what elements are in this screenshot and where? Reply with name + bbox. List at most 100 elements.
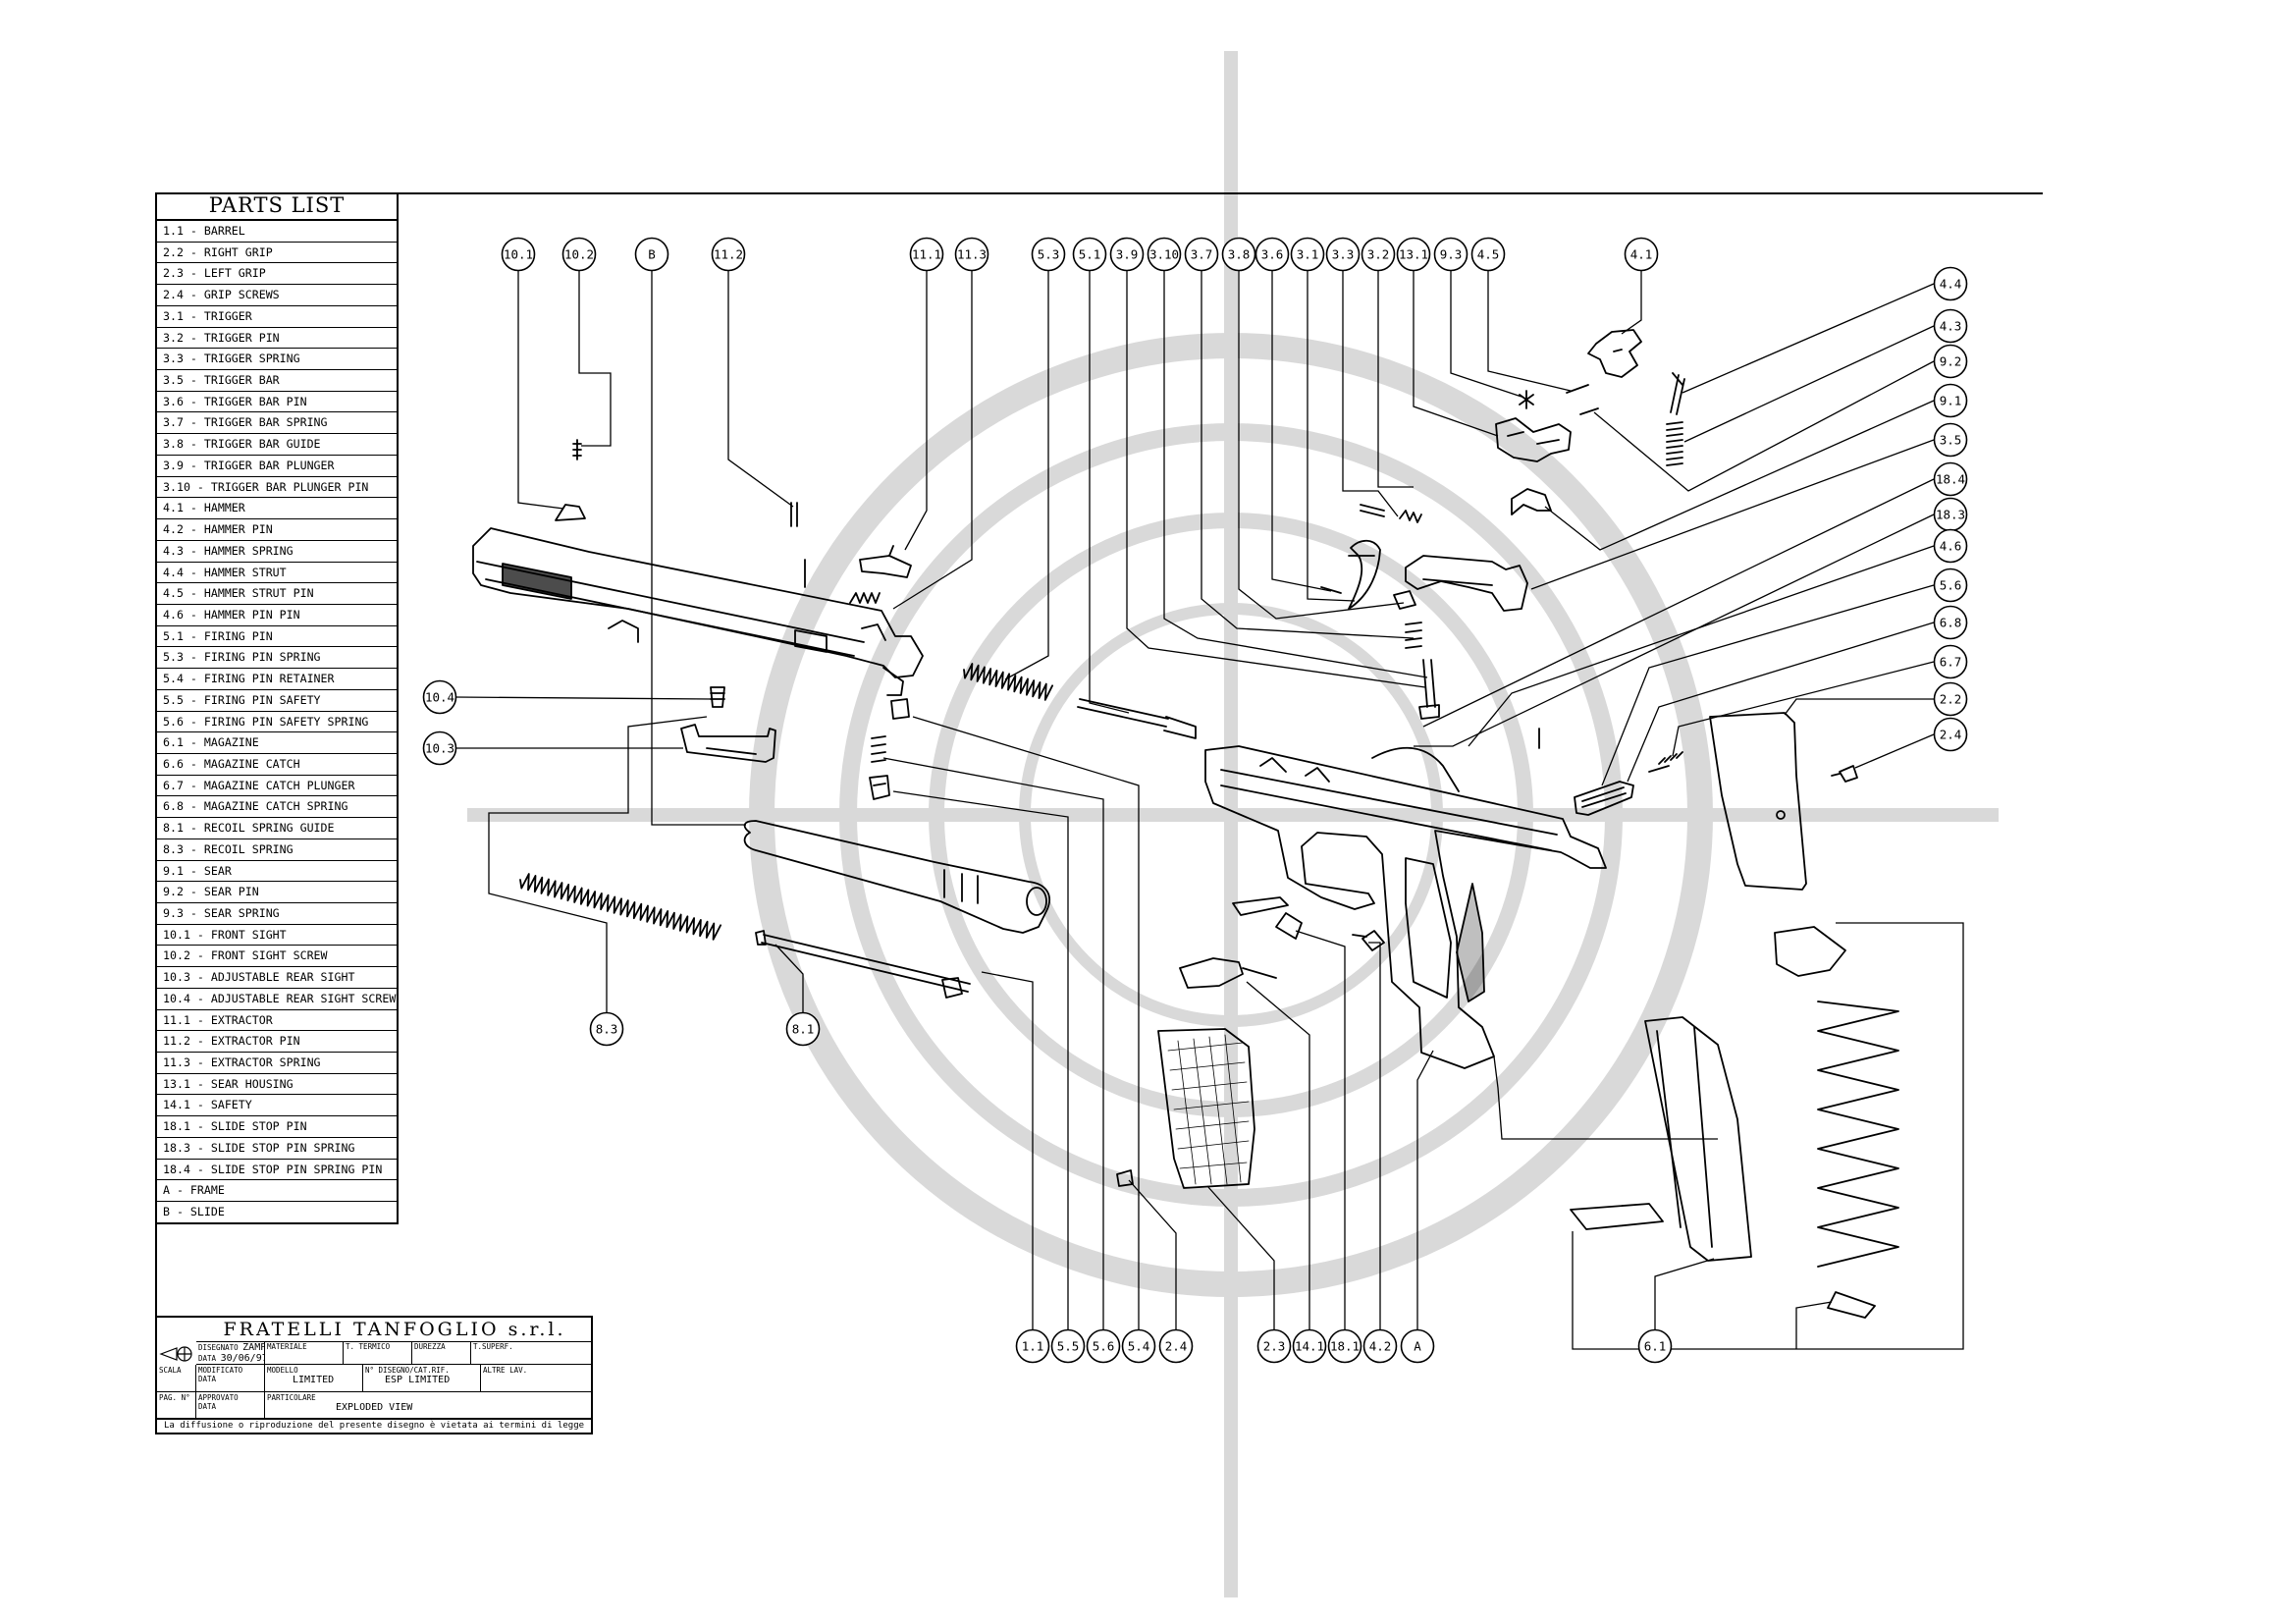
parts-list-row: 2.3 - LEFT GRIP bbox=[157, 263, 397, 286]
callout-3-3: 3.3 bbox=[1325, 237, 1361, 272]
callout-balloon bbox=[954, 237, 989, 272]
callout-label: 4.1 bbox=[1630, 247, 1653, 262]
callout-balloon bbox=[1933, 383, 1968, 418]
callout-4-6: 4.6 bbox=[1933, 528, 1968, 564]
callout-3-6: 3.6 bbox=[1255, 237, 1290, 272]
callout-5-6: 5.6 bbox=[1086, 1328, 1121, 1364]
leader-line bbox=[1163, 271, 1428, 678]
parts-list-row: 6.8 - MAGAZINE CATCH SPRING bbox=[157, 796, 397, 819]
callout-balloon bbox=[1184, 237, 1219, 272]
callout-4-3: 4.3 bbox=[1933, 308, 1968, 344]
parts-list-row: 4.1 - HAMMER bbox=[157, 498, 397, 520]
leader-line bbox=[774, 944, 804, 1013]
callout-balloon bbox=[711, 237, 746, 272]
magazine-spring-part bbox=[1817, 1001, 1899, 1268]
magazine-catch-part bbox=[1574, 781, 1634, 816]
parts-list-row: 5.4 - FIRING PIN RETAINER bbox=[157, 669, 397, 690]
callout-balloon bbox=[1255, 237, 1290, 272]
callout-balloon bbox=[1400, 1328, 1435, 1364]
parts-list-row: 3.7 - TRIGGER BAR SPRING bbox=[157, 412, 397, 435]
callout-label: 18.4 bbox=[1936, 472, 1965, 487]
callout-18-3: 18.3 bbox=[1933, 497, 1968, 532]
trigger-bar-guide-part bbox=[1393, 590, 1416, 610]
copyright-notice: La diffusione o riproduzione del present… bbox=[155, 1420, 593, 1434]
leader-line bbox=[1307, 271, 1356, 602]
parts-list-row: 10.2 - FRONT SIGHT SCREW bbox=[157, 946, 397, 968]
callout-label: 5.3 bbox=[1038, 247, 1060, 262]
callout-label: 5.5 bbox=[1057, 1339, 1080, 1354]
callout-label: 3.3 bbox=[1332, 247, 1355, 262]
leader-line bbox=[1246, 981, 1310, 1329]
disegnato-cell: DISEGNATO ZAMPINI DATA 30/06/97 bbox=[196, 1341, 265, 1365]
tanfoglio-logo bbox=[159, 1346, 192, 1362]
callout-label: 18.3 bbox=[1936, 508, 1965, 522]
leader-line bbox=[981, 971, 1034, 1329]
firing-pin-retainer-part bbox=[890, 698, 910, 720]
hammer-strut-pin-part bbox=[1566, 384, 1589, 394]
callout-label: 3.10 bbox=[1149, 247, 1179, 262]
callout-balloon bbox=[1933, 528, 1968, 564]
leader-line bbox=[1530, 439, 1935, 590]
callout-balloon bbox=[1361, 237, 1396, 272]
parts-list-title: PARTS LIST bbox=[157, 192, 397, 221]
parts-list-row: A - FRAME bbox=[157, 1180, 397, 1203]
callout-label: 2.2 bbox=[1940, 692, 1962, 707]
safety-lever-part bbox=[1232, 896, 1289, 916]
firing-pin-safety-part bbox=[869, 775, 890, 800]
callout-label: 8.3 bbox=[596, 1022, 618, 1037]
callout-label: 3.5 bbox=[1940, 433, 1962, 448]
callout-3-8: 3.8 bbox=[1221, 237, 1256, 272]
particolare-cell: PARTICOLARE EXPLODED VIEW bbox=[265, 1392, 591, 1418]
parts-list-row: 10.3 - ADJUSTABLE REAR SIGHT bbox=[157, 967, 397, 989]
parts-list-row: 18.4 - SLIDE STOP PIN SPRING PIN bbox=[157, 1160, 397, 1181]
parts-list-row: 11.3 - EXTRACTOR SPRING bbox=[157, 1053, 397, 1074]
leader-line bbox=[578, 271, 612, 447]
trigger-pin-part bbox=[1360, 504, 1385, 517]
durezza-cell: DUREZZA bbox=[412, 1341, 471, 1365]
callout-balloon bbox=[1933, 422, 1968, 458]
t-superf-label: T.SUPERF. bbox=[473, 1342, 513, 1351]
particolare-label: PARTICOLARE bbox=[267, 1393, 316, 1402]
callout-11-3: 11.3 bbox=[954, 237, 989, 272]
callout-8-1: 8.1 bbox=[785, 1011, 821, 1047]
callout-label: 10.3 bbox=[425, 741, 454, 756]
firing-pin-part bbox=[1077, 698, 1197, 739]
callout-label: A bbox=[1414, 1339, 1421, 1354]
parts-list-row: 4.4 - HAMMER STRUT bbox=[157, 563, 397, 584]
parts-list-row: 11.2 - EXTRACTOR PIN bbox=[157, 1031, 397, 1054]
trigger-bar-part bbox=[1405, 555, 1528, 612]
parts-list-row: 8.1 - RECOIL SPRING GUIDE bbox=[157, 818, 397, 839]
company-name: FRATELLI TANFOGLIO s.r.l. bbox=[196, 1318, 593, 1342]
callout-label: B bbox=[648, 247, 656, 262]
callout-balloon bbox=[1933, 568, 1968, 603]
leader-line bbox=[517, 271, 564, 510]
callout-label: 2.3 bbox=[1263, 1339, 1286, 1354]
leader-line bbox=[1795, 1301, 1833, 1349]
callout-label: 11.2 bbox=[714, 247, 743, 262]
callout-4-1: 4.1 bbox=[1624, 237, 1659, 272]
materiale-cell: MATERIALE bbox=[265, 1341, 344, 1365]
parts-list-row: 11.1 - EXTRACTOR bbox=[157, 1010, 397, 1032]
callout-8-3: 8.3 bbox=[589, 1011, 624, 1047]
extractor-pin-part bbox=[790, 502, 798, 527]
leader-line bbox=[1414, 514, 1935, 747]
parts-list-row: 1.1 - BARREL bbox=[157, 221, 397, 243]
callout-balloon bbox=[909, 237, 944, 272]
leader-line bbox=[892, 790, 1069, 1329]
leader-line bbox=[1784, 698, 1934, 716]
callout-balloon bbox=[1015, 1328, 1050, 1364]
callout-balloon bbox=[422, 730, 457, 766]
frame-part bbox=[1204, 745, 1607, 1069]
trigger-bar-plunger-part bbox=[1418, 659, 1440, 720]
parts-list-row: 3.2 - TRIGGER PIN bbox=[157, 328, 397, 350]
leader-line bbox=[1854, 733, 1935, 769]
callout-balloon bbox=[1158, 1328, 1194, 1364]
callout-18-4: 18.4 bbox=[1933, 461, 1968, 497]
leader-line bbox=[1089, 271, 1130, 714]
sear-spring-part bbox=[1519, 390, 1534, 409]
leader-line bbox=[1601, 584, 1935, 786]
callout-6-1: 6.1 bbox=[1637, 1328, 1673, 1364]
recoil-spring-part bbox=[519, 873, 721, 941]
